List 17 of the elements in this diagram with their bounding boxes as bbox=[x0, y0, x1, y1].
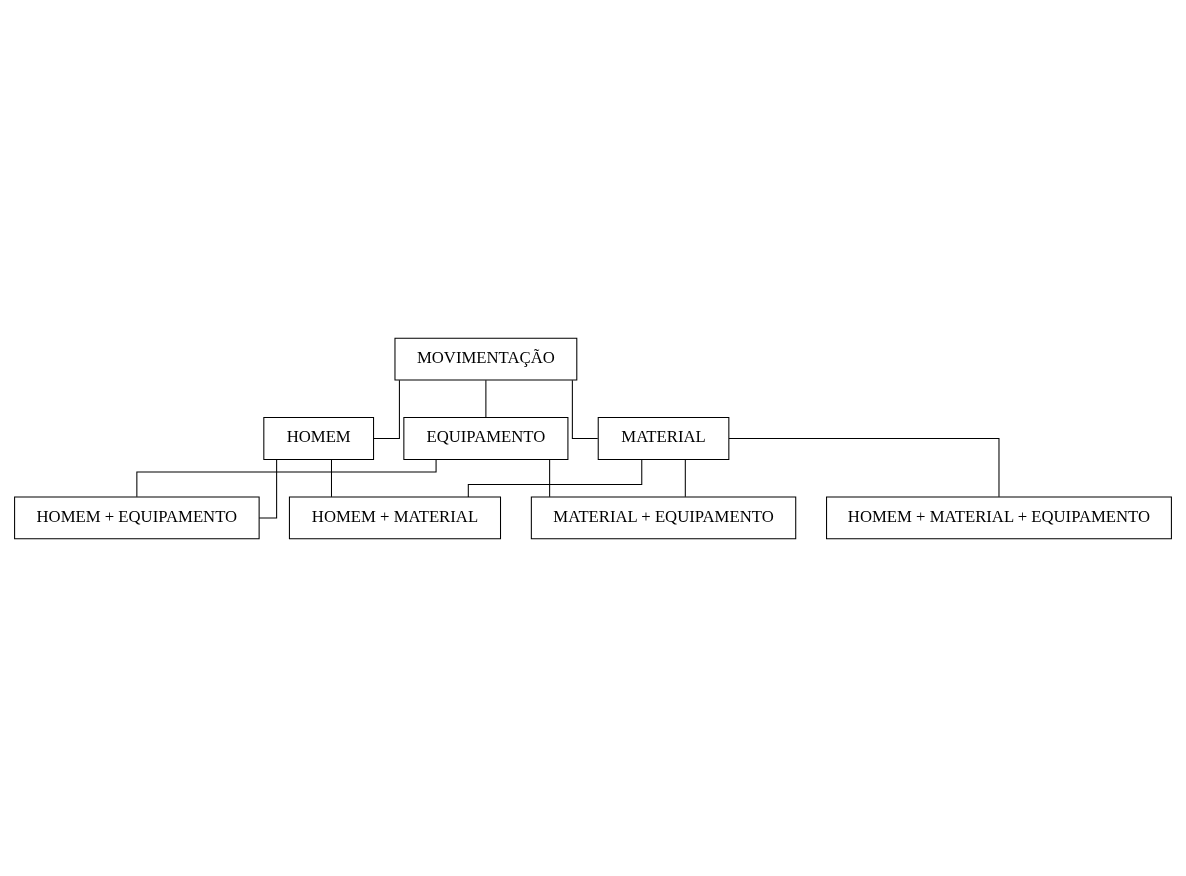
connector bbox=[684, 458, 686, 497]
node-box: HOMEM bbox=[263, 416, 375, 460]
node-box: HOMEM + EQUIPAMENTO bbox=[14, 496, 260, 539]
node-box: EQUIPAMENTO bbox=[403, 416, 569, 460]
node-box: HOMEM + MATERIAL + EQUIPAMENTO bbox=[826, 496, 1172, 539]
node-box: MOVIMENTAÇÃO bbox=[394, 337, 578, 380]
node-box: HOMEM + MATERIAL bbox=[288, 496, 502, 539]
connector bbox=[258, 458, 278, 518]
node-box: MATERIAL bbox=[597, 416, 730, 460]
connector bbox=[571, 379, 599, 439]
connector bbox=[373, 379, 400, 439]
connector bbox=[467, 458, 643, 497]
connector bbox=[485, 379, 487, 418]
connector bbox=[330, 458, 332, 497]
connector bbox=[549, 458, 551, 497]
connector bbox=[728, 437, 1000, 497]
node-box: MATERIAL + EQUIPAMENTO bbox=[530, 496, 797, 539]
